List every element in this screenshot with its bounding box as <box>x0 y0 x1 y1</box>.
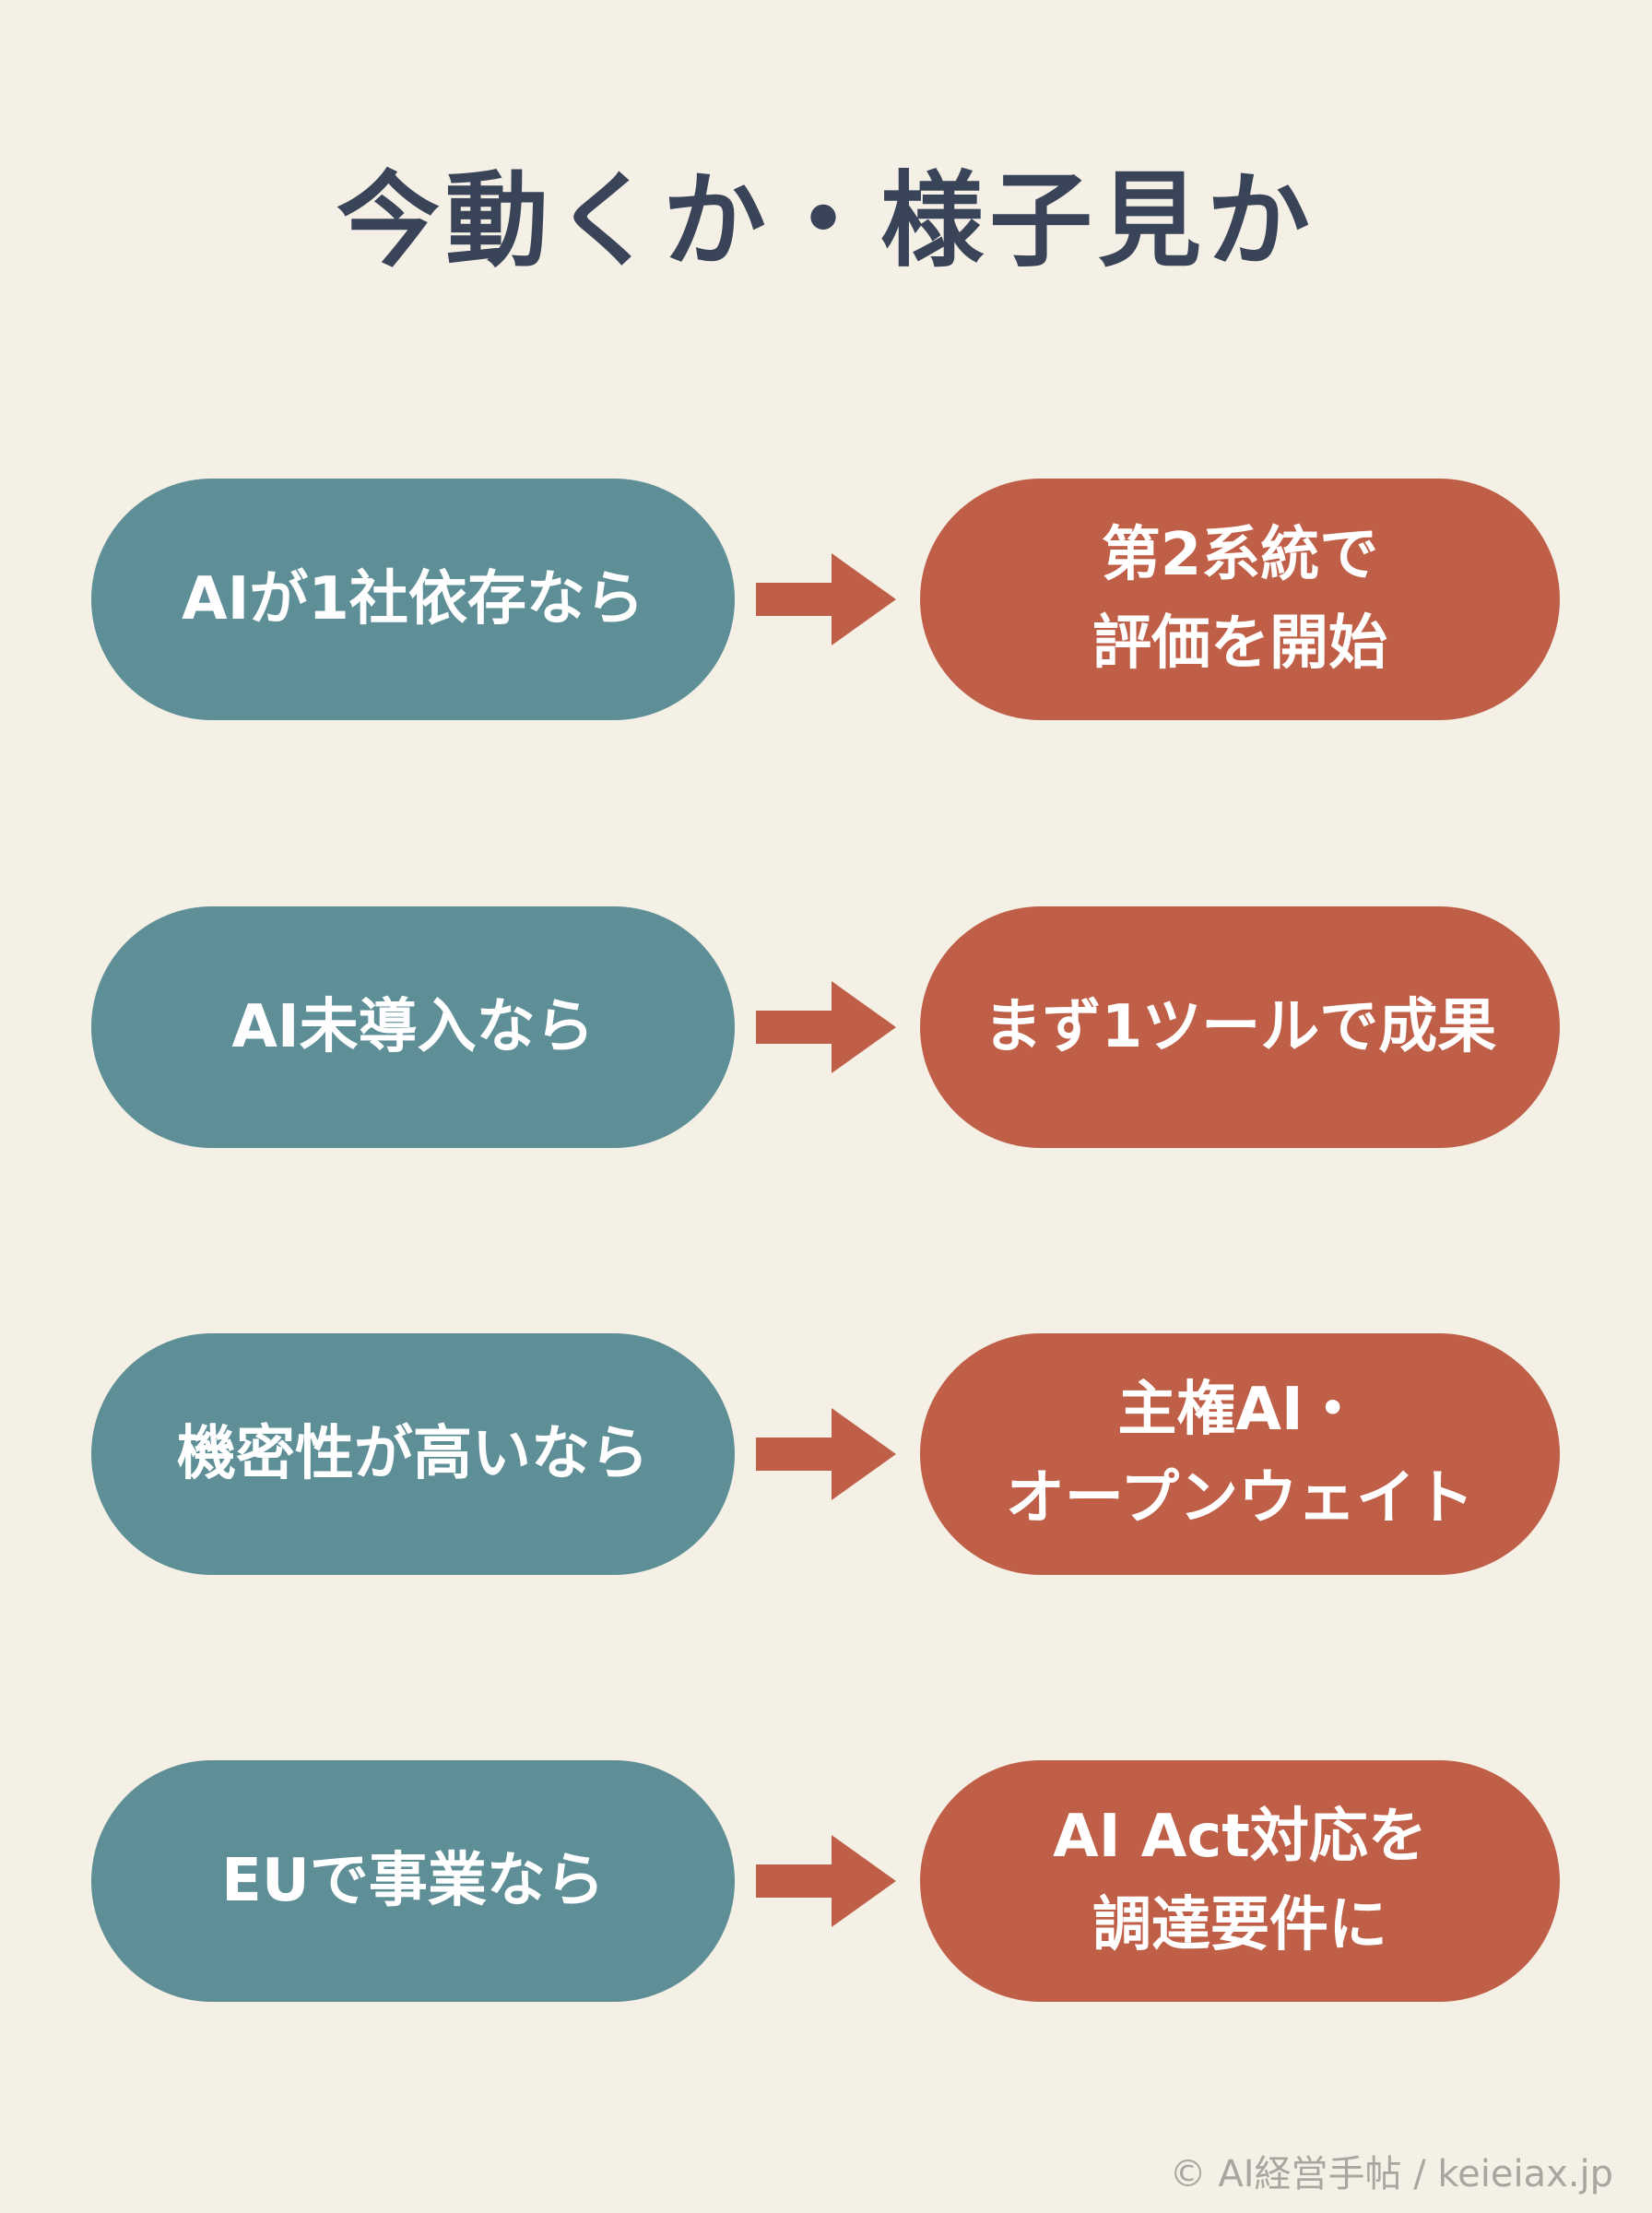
action-label-line: オープンウェイト <box>1005 1464 1475 1533</box>
page-title: 今動くか・様子見か <box>336 161 1316 281</box>
condition-pill: 機密性が高いなら <box>91 1333 735 1575</box>
action-label-line: 第2系統で <box>1101 521 1379 589</box>
decision-row: AIが1社依存なら 第2系統で 評価を開始 <box>0 479 1652 720</box>
condition-pill: EUで事業なら <box>91 1760 735 2002</box>
action-label-line: AI Act対応を <box>1053 1803 1427 1871</box>
arrow-right-icon <box>756 553 896 645</box>
condition-pill: AI未導入なら <box>91 906 735 1148</box>
arrow-right-icon <box>756 1835 896 1927</box>
action-pill: まず1ツールで成果 <box>920 906 1560 1148</box>
action-pill: 第2系統で 評価を開始 <box>920 479 1560 720</box>
action-label-line: 主権AI・ <box>1117 1376 1363 1444</box>
condition-label: EUで事業なら <box>221 1847 605 1915</box>
condition-label: 機密性が高いなら <box>177 1420 649 1488</box>
condition-label: AIが1社依存なら <box>182 565 644 633</box>
condition-label: AI未導入なら <box>231 993 595 1061</box>
arrow-right-icon <box>756 1408 896 1500</box>
action-label-line: 調達要件に <box>1092 1891 1387 1959</box>
action-label-line: まず1ツールで成果 <box>983 993 1497 1061</box>
copyright-footer: © AI経営手帖 / keieiax.jp <box>1169 2153 1613 2195</box>
decision-row: 機密性が高いなら 主権AI・ オープンウェイト <box>0 1333 1652 1575</box>
action-label-line: 評価を開始 <box>1092 609 1387 678</box>
action-pill: 主権AI・ オープンウェイト <box>920 1333 1560 1575</box>
decision-row: AI未導入なら まず1ツールで成果 <box>0 906 1652 1148</box>
decision-row: EUで事業なら AI Act対応を 調達要件に <box>0 1760 1652 2002</box>
action-pill: AI Act対応を 調達要件に <box>920 1760 1560 2002</box>
arrow-right-icon <box>756 981 896 1073</box>
condition-pill: AIが1社依存なら <box>91 479 735 720</box>
